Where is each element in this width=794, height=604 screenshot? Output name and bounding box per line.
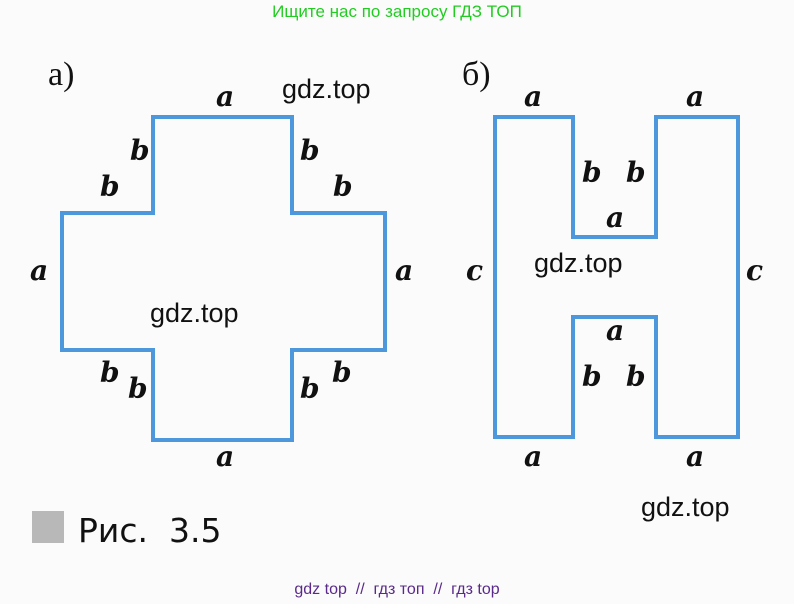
side-label-b: b bbox=[626, 360, 646, 393]
watermark: gdz.top bbox=[534, 248, 623, 278]
side-label-b: b bbox=[128, 372, 148, 405]
footer-watermark: gdz top // гдз топ // гдз top bbox=[294, 581, 499, 598]
watermark: gdz.top bbox=[282, 74, 371, 104]
side-label-a: a bbox=[216, 80, 234, 113]
side-label-a: a bbox=[524, 80, 542, 113]
caption-marker-icon bbox=[32, 511, 64, 543]
header-watermark: Ищите нас по запросу ГДЗ ТОП bbox=[272, 2, 522, 21]
side-label-b: b bbox=[582, 360, 602, 393]
side-label-b: b bbox=[626, 156, 646, 189]
cross-shape bbox=[60, 115, 387, 442]
side-label-a: a bbox=[524, 440, 542, 473]
side-label-b: b bbox=[300, 134, 320, 167]
side-label-a: a bbox=[686, 80, 704, 113]
side-label-b: b bbox=[332, 356, 352, 389]
watermark: gdz.top bbox=[641, 492, 730, 522]
side-label-b: b bbox=[582, 156, 602, 189]
figure-caption: Рис. 3.5 bbox=[78, 511, 221, 550]
figure-a-label: а) bbox=[48, 56, 74, 93]
side-label-a: a bbox=[686, 440, 704, 473]
side-label-b: b bbox=[100, 170, 120, 203]
side-label-a: a bbox=[30, 254, 48, 287]
side-label-b: b bbox=[300, 372, 320, 405]
watermark: gdz.top bbox=[150, 298, 239, 328]
side-label-b: b bbox=[130, 134, 150, 167]
side-label-a: a bbox=[395, 254, 413, 287]
side-label-a: a bbox=[606, 314, 624, 347]
cross-side-labels: a b b b b a a b b b b a bbox=[30, 80, 413, 473]
h-side-labels: a a b b a c c a b b a a bbox=[466, 80, 763, 473]
side-label-c: c bbox=[466, 254, 483, 287]
side-label-c: c bbox=[746, 254, 763, 287]
side-label-a: a bbox=[606, 201, 624, 234]
side-label-a: a bbox=[216, 440, 234, 473]
figure-b-label: б) bbox=[462, 56, 491, 93]
side-label-b: b bbox=[100, 356, 120, 389]
side-label-b: b bbox=[333, 170, 353, 203]
h-shape bbox=[493, 115, 740, 439]
